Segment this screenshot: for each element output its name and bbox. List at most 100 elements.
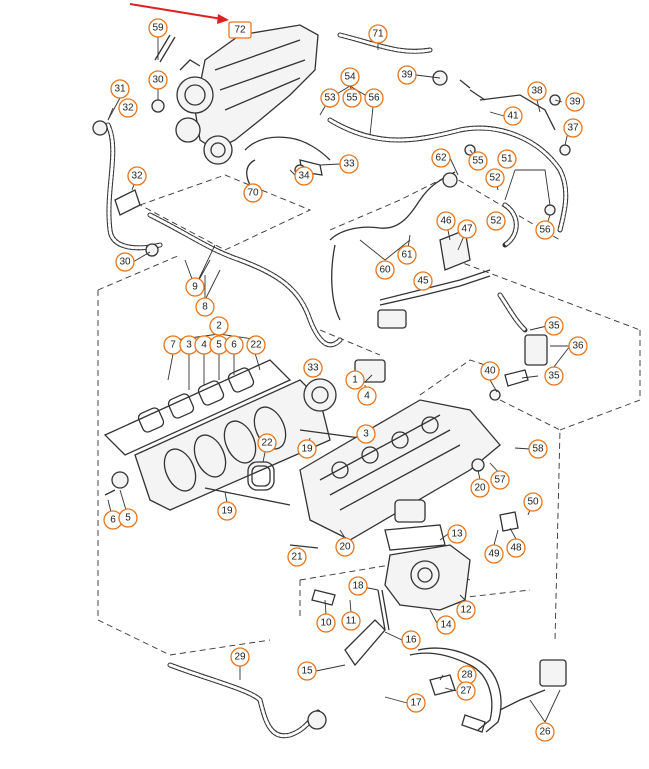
callout-70: 70 (243, 183, 263, 203)
svg-text:39: 39 (569, 97, 581, 108)
svg-text:26: 26 (539, 727, 551, 738)
turbocharger-part (175, 24, 319, 165)
callout-49: 49 (484, 544, 504, 564)
marker-label: 72 (234, 25, 246, 36)
callout-62: 62 (431, 148, 451, 168)
callout-55b: 55 (468, 151, 488, 171)
callout-35: 35 (544, 316, 564, 336)
callout-60: 60 (375, 260, 395, 280)
callout-36: 36 (568, 336, 588, 356)
svg-text:21: 21 (291, 552, 303, 563)
callout-32b: 32 (127, 166, 147, 186)
svg-text:36: 36 (572, 341, 584, 352)
svg-text:56: 56 (368, 93, 380, 104)
svg-text:5: 5 (216, 340, 222, 351)
intake-gasket-part (103, 359, 292, 456)
callout-1: 1 (345, 370, 365, 390)
part-marker-72: 72 (228, 21, 252, 39)
callout-71: 71 (368, 24, 388, 44)
svg-text:45: 45 (417, 276, 429, 287)
callout-51: 51 (497, 149, 517, 169)
callout-29: 29 (230, 647, 250, 667)
callout-35b: 35 (544, 366, 564, 386)
svg-text:54: 54 (344, 72, 356, 83)
highlight-arrow (129, 3, 229, 24)
callout-48: 48 (506, 538, 526, 558)
callout-27: 27 (456, 681, 476, 701)
callout-38: 38 (527, 81, 547, 101)
callout-30b: 30 (115, 252, 135, 272)
callout-3b: 3 (356, 424, 376, 444)
svg-text:19: 19 (221, 506, 233, 517)
callout-57: 57 (490, 470, 510, 490)
callout-22: 22 (246, 335, 266, 355)
svg-text:11: 11 (346, 616, 357, 627)
svg-text:20: 20 (339, 542, 351, 553)
callout-10: 10 (316, 613, 336, 633)
svg-text:46: 46 (440, 216, 452, 227)
callout-12: 12 (456, 600, 476, 620)
small-components (92, 70, 571, 733)
svg-text:33: 33 (307, 363, 319, 374)
callout-16: 16 (401, 630, 421, 650)
svg-text:47: 47 (461, 224, 473, 235)
svg-text:15: 15 (301, 666, 313, 677)
svg-text:56: 56 (539, 225, 551, 236)
callout-15: 15 (297, 661, 317, 681)
callout-56b: 56 (535, 220, 555, 240)
svg-text:17: 17 (410, 698, 422, 709)
callout-41: 41 (503, 106, 523, 126)
svg-text:22: 22 (261, 438, 273, 449)
svg-text:27: 27 (460, 686, 472, 697)
svg-text:29: 29 (234, 652, 246, 663)
callout-33: 33 (339, 154, 359, 174)
callout-26: 26 (535, 722, 555, 742)
svg-text:3: 3 (186, 340, 192, 351)
svg-text:31: 31 (114, 84, 126, 95)
svg-text:8: 8 (202, 302, 208, 313)
svg-text:53: 53 (324, 93, 336, 104)
svg-text:19: 19 (301, 444, 313, 455)
svg-text:49: 49 (488, 549, 500, 560)
callout-11: 11 (341, 611, 361, 631)
callout-58: 58 (528, 439, 548, 459)
callout-20: 20 (470, 478, 490, 498)
callout-32: 32 (118, 98, 138, 118)
callout-33b: 33 (303, 358, 323, 378)
svg-text:55: 55 (346, 93, 358, 104)
svg-text:1: 1 (352, 375, 358, 386)
svg-text:30: 30 (119, 257, 131, 268)
callout-46: 46 (436, 211, 456, 231)
callout-52: 52 (485, 168, 505, 188)
svg-text:18: 18 (352, 581, 364, 592)
callout-19b: 19 (217, 501, 237, 521)
svg-text:55: 55 (472, 156, 484, 167)
svg-text:28: 28 (461, 670, 473, 681)
callout-3: 3 (179, 335, 199, 355)
callout-2: 2 (209, 316, 229, 336)
callout-53: 53 (320, 88, 340, 108)
callout-14: 14 (436, 615, 456, 635)
callout-56: 56 (364, 88, 384, 108)
callout-8: 8 (195, 297, 215, 317)
svg-text:52: 52 (490, 216, 502, 227)
throttle-body-part (384, 524, 471, 611)
svg-text:60: 60 (379, 265, 391, 276)
svg-text:71: 71 (372, 29, 384, 40)
svg-text:50: 50 (527, 497, 539, 508)
callout-34: 34 (294, 166, 314, 186)
callout-50: 50 (523, 492, 543, 512)
callout-37: 37 (563, 118, 583, 138)
svg-text:32: 32 (131, 171, 143, 182)
svg-text:6: 6 (231, 340, 237, 351)
callout-31: 31 (110, 79, 130, 99)
svg-text:20: 20 (474, 483, 486, 494)
hoses (105, 32, 569, 739)
callout-4b: 4 (357, 386, 377, 406)
stud-part (154, 34, 176, 63)
svg-text:62: 62 (435, 153, 447, 164)
callout-7: 7 (163, 335, 183, 355)
svg-text:35: 35 (548, 321, 560, 332)
callout-18: 18 (348, 576, 368, 596)
svg-text:13: 13 (451, 529, 463, 540)
